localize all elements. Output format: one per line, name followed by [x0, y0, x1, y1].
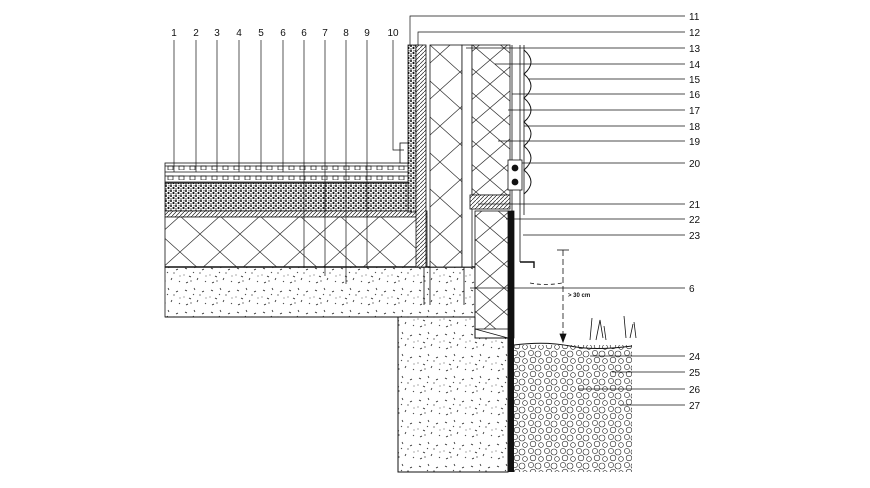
callout-label: 20 — [689, 159, 701, 170]
right-callouts: 11 12 13 14 15 16 17 18 19 20 21 22 23 6 24 25 26 27 — [409, 12, 701, 412]
callout-label: 6 — [301, 28, 307, 39]
footing-body — [397, 316, 509, 473]
rigid-insulation-layer — [164, 216, 428, 268]
plinth-board — [507, 210, 515, 339]
grass-tufts — [589, 315, 637, 341]
floor-finish-layer — [164, 162, 413, 184]
callout-label: 1 — [171, 28, 177, 39]
wall-board-layer — [415, 44, 427, 268]
dimension-marker — [529, 249, 569, 344]
callout-label: 26 — [689, 385, 701, 396]
callout-label: 12 — [689, 28, 701, 39]
callout-label: 11 — [689, 12, 700, 23]
callout-label: 5 — [258, 28, 264, 39]
callout-label: 9 — [364, 28, 370, 39]
callout-label: 23 — [689, 231, 701, 242]
wall-plaster-layer — [407, 44, 417, 213]
callout-label: 27 — [689, 401, 701, 412]
callout-leader — [417, 31, 685, 45]
ground-slab-layer — [164, 266, 476, 318]
callout-label: 17 — [689, 106, 701, 117]
callout-label: 3 — [214, 28, 220, 39]
callout-label: 18 — [689, 122, 701, 133]
drainage-board — [508, 338, 514, 472]
membrane-layer — [164, 210, 428, 218]
callout-leader — [392, 40, 404, 151]
callout-label: 4 — [236, 28, 242, 39]
sole-plate — [469, 194, 511, 210]
wall-insulation-inner — [429, 44, 463, 268]
callout-label: 24 — [689, 352, 701, 363]
drip-flashing — [520, 261, 535, 268]
callout-label: 21 — [689, 200, 701, 211]
floor-assembly — [164, 162, 476, 318]
callout-label: 6 — [280, 28, 286, 39]
fixing-bracket — [507, 159, 523, 191]
skirting-detail — [399, 142, 409, 164]
callout-label: 2 — [193, 28, 199, 39]
callout-label: 13 — [689, 44, 701, 55]
plinth-corner — [474, 317, 509, 339]
callout-label: 22 — [689, 215, 701, 226]
callout-leader — [409, 15, 685, 45]
callout-label: 14 — [689, 60, 701, 71]
plinth-insulation — [474, 210, 510, 330]
gravel-backfill — [514, 345, 632, 472]
callout-label: 19 — [689, 137, 701, 148]
callout-label: 15 — [689, 75, 701, 86]
wall-insulation-outer — [471, 44, 511, 196]
grade-line — [513, 342, 633, 349]
wall-assembly — [399, 44, 535, 339]
callout-label: 16 — [689, 90, 701, 101]
callout-label: 8 — [343, 28, 349, 39]
dimension-label: > 30 cm — [568, 293, 590, 299]
callout-label: 7 — [322, 28, 328, 39]
callout-label: 25 — [689, 368, 701, 379]
top-callouts: 1 2 3 4 5 6 6 7 8 9 10 — [171, 28, 404, 284]
wall-stud — [461, 44, 473, 268]
foundation — [397, 316, 509, 473]
gravel-bed-layer — [164, 182, 413, 212]
callout-label: 6 — [689, 284, 695, 295]
callout-label: 10 — [387, 28, 399, 39]
wall-cladding-wave — [523, 49, 532, 195]
